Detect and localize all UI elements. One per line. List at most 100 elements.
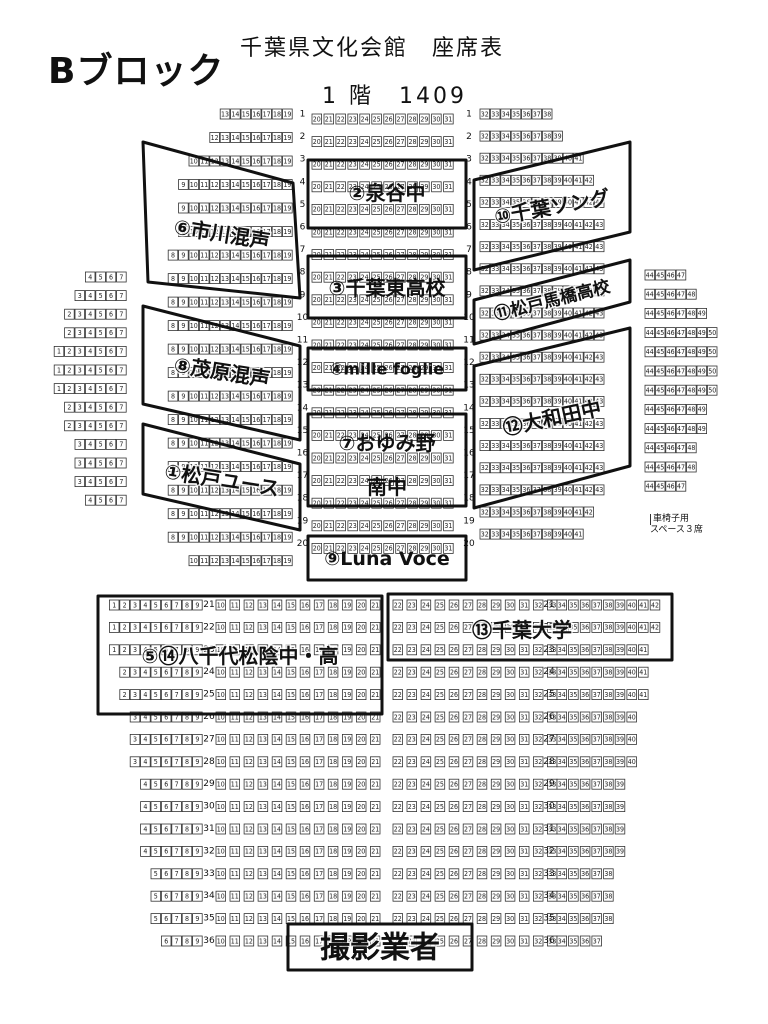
svg-text:34: 34 xyxy=(558,848,566,856)
svg-text:21: 21 xyxy=(325,206,333,214)
seat: 16 xyxy=(299,711,311,723)
svg-text:36: 36 xyxy=(522,331,530,339)
svg-text:15: 15 xyxy=(242,298,250,306)
svg-text:36: 36 xyxy=(581,758,589,766)
seat: 26 xyxy=(448,913,460,924)
seat: 24 xyxy=(359,181,370,193)
seat: 5 xyxy=(150,622,162,633)
seat: 26 xyxy=(448,823,460,835)
svg-text:4: 4 xyxy=(88,366,92,374)
seat: 16 xyxy=(299,890,311,902)
svg-text:42: 42 xyxy=(585,177,593,185)
seat: 30 xyxy=(504,756,516,768)
svg-text:42: 42 xyxy=(585,376,593,384)
seat: 2 xyxy=(119,644,130,656)
seat: 6 xyxy=(160,935,172,947)
svg-text:32: 32 xyxy=(481,110,489,118)
seat: 5 xyxy=(95,327,106,339)
svg-text:9: 9 xyxy=(181,487,185,495)
svg-text:15: 15 xyxy=(287,893,295,901)
seat: 12 xyxy=(243,689,255,700)
svg-text:44: 44 xyxy=(646,310,654,318)
svg-text:40: 40 xyxy=(628,691,636,699)
svg-text:7: 7 xyxy=(119,441,123,449)
seat: 26 xyxy=(383,203,394,215)
svg-text:30: 30 xyxy=(506,870,514,878)
seat: 37 xyxy=(531,528,543,540)
seat: 39 xyxy=(614,823,626,835)
svg-text:8: 8 xyxy=(171,322,175,330)
svg-text:16: 16 xyxy=(301,691,309,699)
seat: 49 xyxy=(696,403,708,415)
seat: 14 xyxy=(271,935,283,947)
seat: 9 xyxy=(192,599,203,611)
seat: 17 xyxy=(313,868,325,880)
seat: 22 xyxy=(392,913,404,924)
svg-text:10: 10 xyxy=(217,691,225,699)
svg-text:38: 38 xyxy=(604,758,612,766)
seat: 28 xyxy=(476,778,488,790)
seat: 31 xyxy=(443,429,454,441)
seat: 21 xyxy=(369,666,381,678)
seat: 9 xyxy=(192,778,203,790)
seat: 19 xyxy=(282,343,293,355)
seat: 33 xyxy=(489,108,501,120)
seat: 18 xyxy=(271,390,283,402)
seat: 35 xyxy=(568,801,579,812)
svg-text:16: 16 xyxy=(252,110,260,118)
svg-text:38: 38 xyxy=(604,915,612,923)
svg-text:9: 9 xyxy=(195,825,199,833)
svg-text:20: 20 xyxy=(357,669,365,677)
seat: 9 xyxy=(192,890,203,902)
seat: 27 xyxy=(462,801,474,812)
svg-text:11: 11 xyxy=(231,601,239,609)
seat: 11 xyxy=(229,868,241,880)
seat: 12 xyxy=(243,913,255,924)
svg-text:14: 14 xyxy=(273,691,281,699)
seat: 29 xyxy=(419,136,430,148)
seat: 29 xyxy=(490,801,502,812)
seat: 29 xyxy=(490,711,502,723)
row-number: 15 xyxy=(297,426,308,436)
seat: 14 xyxy=(230,367,241,379)
svg-text:24: 24 xyxy=(422,758,430,766)
seat: 27 xyxy=(462,823,474,835)
seat: 32 xyxy=(533,778,544,790)
seat: 20 xyxy=(311,520,323,532)
svg-text:32: 32 xyxy=(481,398,489,406)
svg-text:11: 11 xyxy=(231,848,239,856)
svg-text:10: 10 xyxy=(190,345,198,353)
svg-text:6: 6 xyxy=(109,497,113,505)
svg-text:47: 47 xyxy=(677,406,685,414)
seat: 15 xyxy=(240,226,252,238)
svg-text:23: 23 xyxy=(408,825,416,833)
seat: 8 xyxy=(181,890,193,902)
seat: 16 xyxy=(299,913,311,924)
seat: 23 xyxy=(406,666,418,678)
seat: 26 xyxy=(448,644,460,656)
seat: 9 xyxy=(178,249,189,261)
seat: 9 xyxy=(192,935,203,947)
seat: 17 xyxy=(261,367,272,379)
svg-text:24: 24 xyxy=(422,601,430,609)
svg-text:32: 32 xyxy=(481,486,489,494)
seat: 19 xyxy=(282,484,293,496)
seat: 27 xyxy=(395,339,406,351)
svg-text:32: 32 xyxy=(481,309,489,317)
svg-text:17: 17 xyxy=(315,848,323,856)
svg-text:26: 26 xyxy=(385,138,393,146)
seat: 22 xyxy=(335,203,346,215)
seat: 44 xyxy=(644,461,656,473)
svg-text:35: 35 xyxy=(512,376,520,384)
svg-text:11: 11 xyxy=(231,893,239,901)
seat: 17 xyxy=(261,437,272,449)
seat: 18 xyxy=(327,622,339,633)
svg-text:7: 7 xyxy=(175,601,179,609)
svg-text:37: 37 xyxy=(533,376,541,384)
seat: 23 xyxy=(406,711,418,723)
svg-text:9: 9 xyxy=(195,937,199,945)
seat: 15 xyxy=(285,622,297,633)
box-g4 xyxy=(306,346,468,392)
svg-text:19: 19 xyxy=(343,781,351,789)
svg-text:25: 25 xyxy=(436,624,444,632)
